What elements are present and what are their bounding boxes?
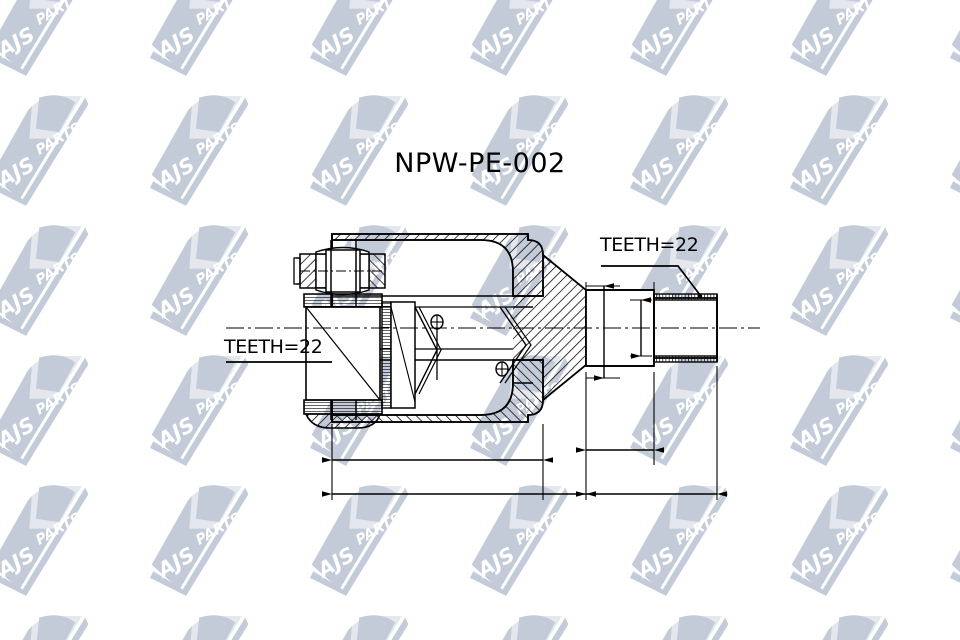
teeth-label-right: TEETH=22 (600, 234, 699, 256)
housing-inner-hatch-right (486, 240, 543, 296)
page-title: NPW-PE-002 (394, 148, 566, 179)
teeth-label-left: TEETH=22 (224, 336, 323, 358)
retainer-spring-detail (414, 306, 444, 395)
tripod-roller (303, 293, 383, 429)
needle-bearing-stack (381, 301, 416, 409)
upper-roller-bearing (293, 246, 386, 296)
